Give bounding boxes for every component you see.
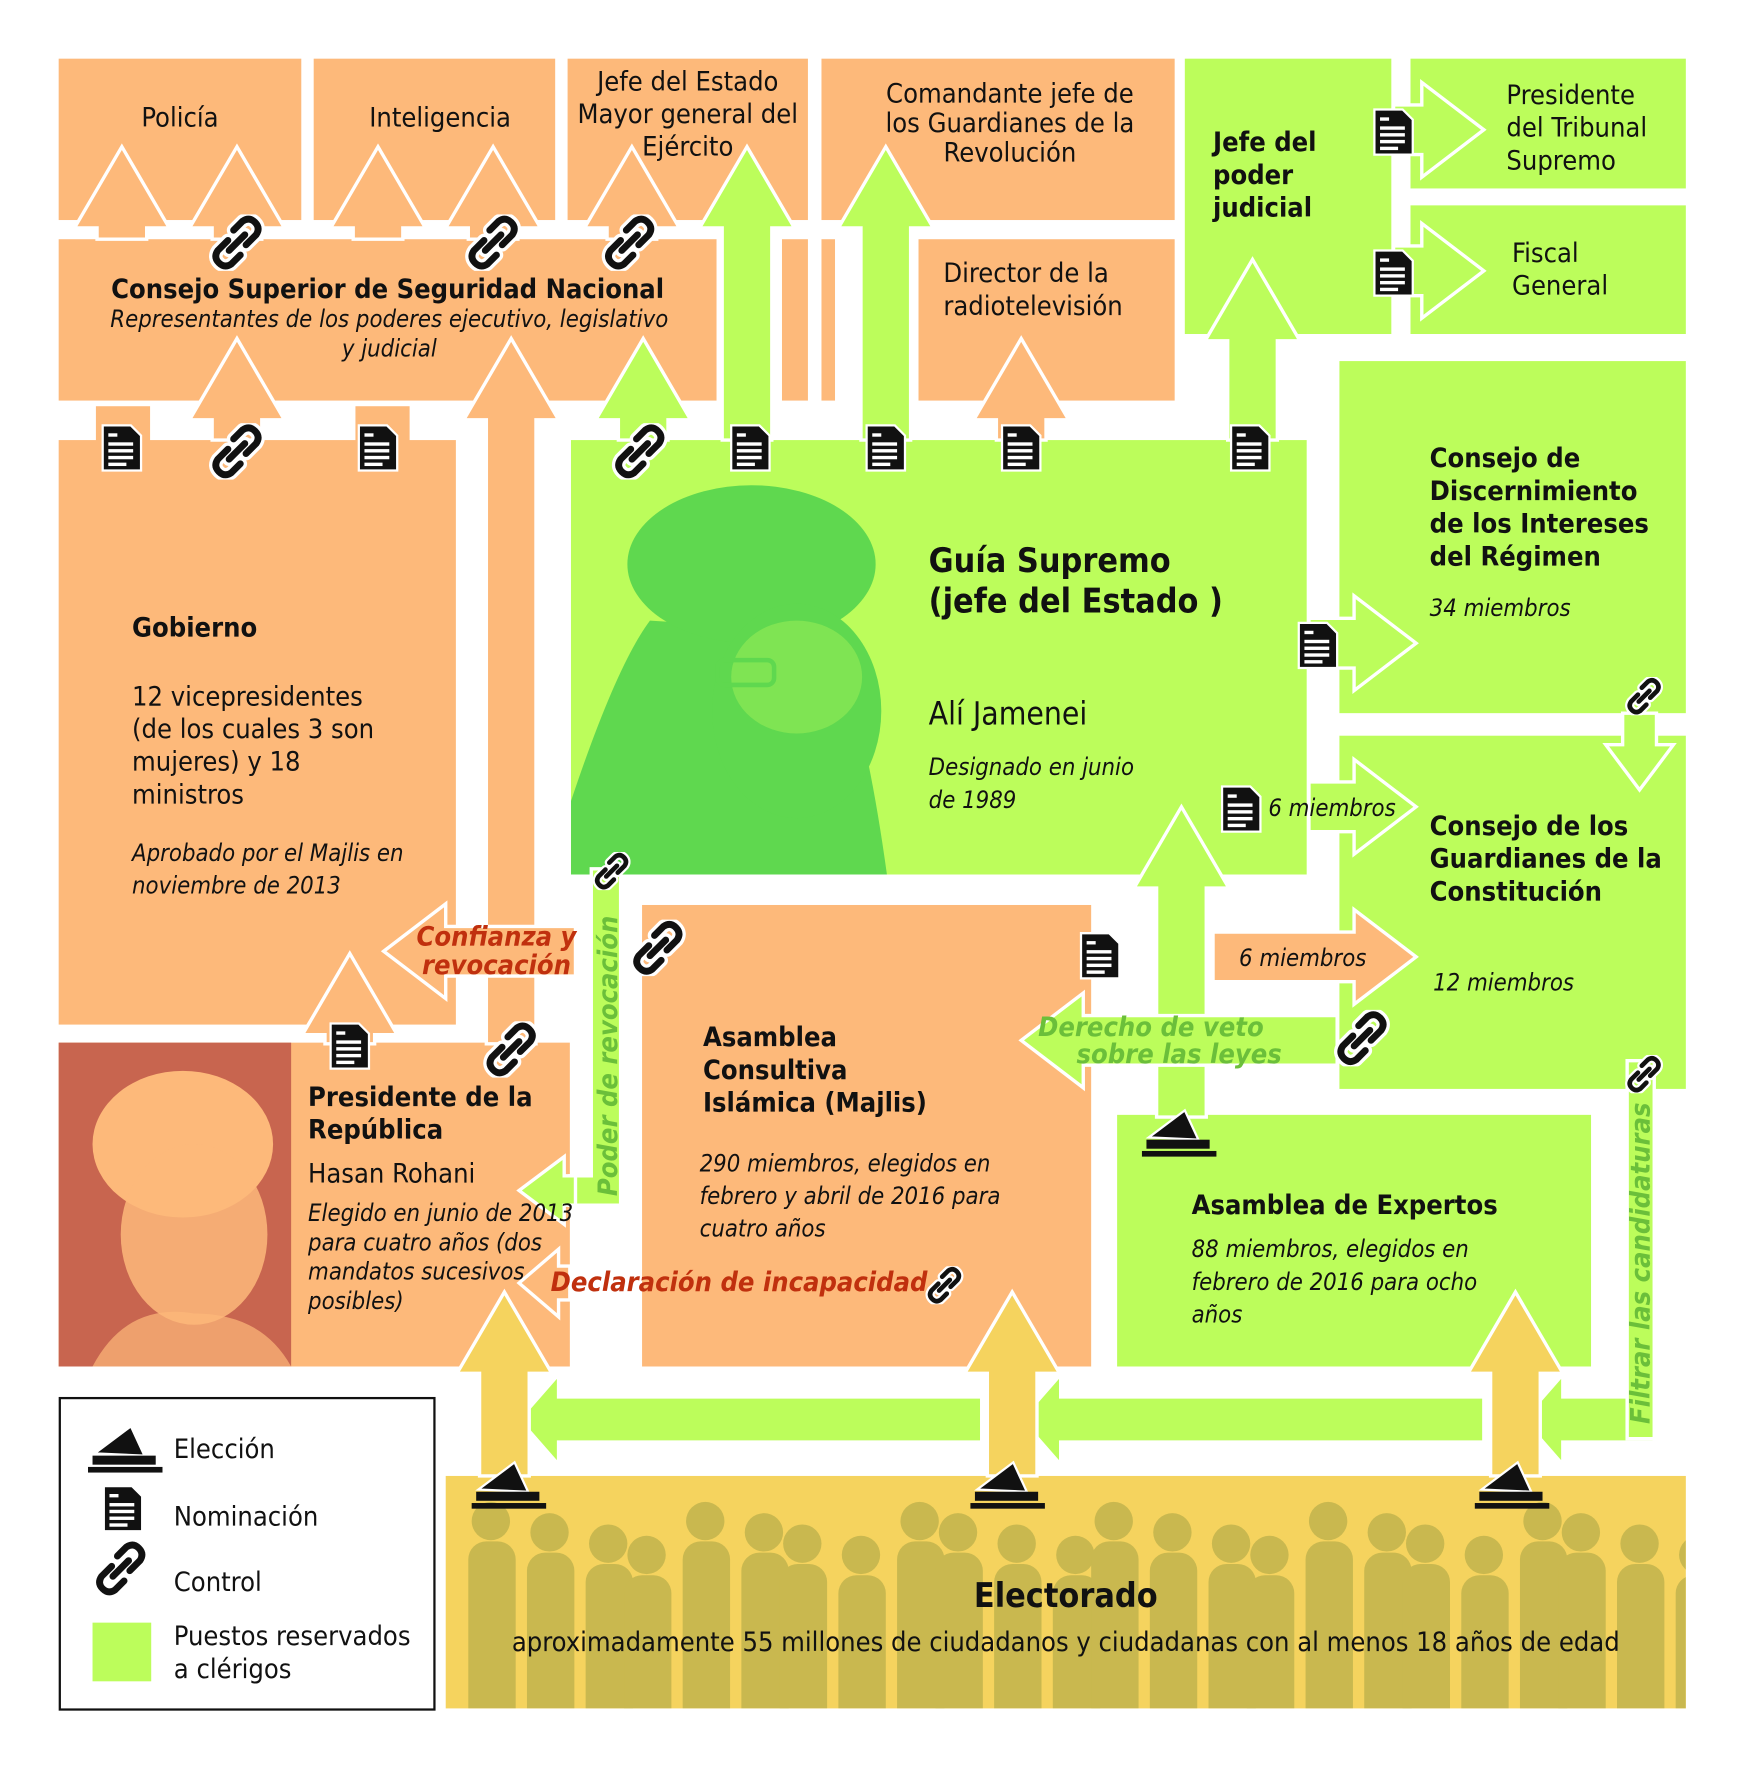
arrow-left bbox=[516, 1369, 984, 1470]
document-icon bbox=[103, 425, 141, 470]
portrait-rohani bbox=[58, 1042, 292, 1367]
label-electorado: Electorado bbox=[973, 1576, 1158, 1616]
label-filtrar: Filtrar las candidaturas bbox=[1624, 1102, 1657, 1425]
label-seis-miembros-2: 6 miembros bbox=[1238, 944, 1367, 972]
arrow-left bbox=[1018, 1369, 1486, 1470]
chain-link-icon bbox=[93, 1540, 149, 1596]
strip bbox=[781, 239, 808, 401]
label-inteligencia: Inteligencia bbox=[369, 101, 511, 134]
label-incapacidad: Declaración de incapacidad bbox=[550, 1266, 928, 1298]
document-icon bbox=[331, 1023, 369, 1068]
label-fiscal: Fiscal General bbox=[1512, 236, 1609, 302]
ballot-icon bbox=[86, 1420, 165, 1476]
label-expertos: Asamblea de Expertos bbox=[1191, 1189, 1498, 1221]
label-consejo-seguridad-sub: Representantes de los poderes ejecutivo,… bbox=[110, 305, 669, 363]
document-icon bbox=[100, 1484, 145, 1534]
legend-control: Control bbox=[173, 1566, 262, 1598]
label-guia-note: Designado en junio de 1989 bbox=[928, 753, 1135, 814]
arrow-up bbox=[327, 143, 429, 241]
label-gobierno-desc: 12 vicepresidentes (de los cuales 3 son … bbox=[132, 680, 375, 811]
arrow-left bbox=[1018, 989, 1339, 1092]
document-icon bbox=[1374, 251, 1412, 296]
label-majlis: Asamblea Consultiva Islámica (Majlis) bbox=[702, 1021, 927, 1119]
arrow-left bbox=[516, 1245, 572, 1321]
legend-nominacion: Nominación bbox=[173, 1500, 319, 1533]
label-majlis-note: 290 miembros, elegidos en febrero y abri… bbox=[699, 1149, 1001, 1243]
arrow-down bbox=[1602, 711, 1677, 793]
label-presidente: Presidente de la República bbox=[308, 1081, 533, 1146]
arrow-up bbox=[454, 1288, 555, 1478]
document-icon bbox=[1081, 933, 1119, 978]
legend-reservados: Puestos reservados a clérigos bbox=[173, 1620, 411, 1685]
label-consejo-seguridad: Consejo Superior de Seguridad Nacional bbox=[111, 273, 665, 305]
label-discernimiento-members: 34 miembros bbox=[1429, 594, 1571, 622]
crowd-illustration bbox=[468, 1501, 1686, 1709]
arrow-up bbox=[835, 143, 937, 442]
arrow-right bbox=[1307, 755, 1419, 858]
box-electorado bbox=[445, 1475, 1686, 1709]
label-presidente-name: Hasan Rohani bbox=[308, 1157, 476, 1190]
label-derecho-veto-1: Derecho de veto bbox=[1038, 1011, 1264, 1043]
document-icon bbox=[359, 425, 397, 470]
label-derecho-veto-2: sobre las leyes bbox=[1076, 1038, 1282, 1070]
label-confianza: Confianza y revocación bbox=[416, 920, 577, 981]
label-guardianes: Consejo de los Guardianes de la Constitu… bbox=[1429, 810, 1662, 908]
label-guardianes-members: 12 miembros bbox=[1433, 969, 1574, 997]
box-jefe-judicial bbox=[1184, 58, 1392, 335]
legend-eleccion: Elección bbox=[173, 1433, 275, 1465]
label-poder-revocacion: Poder de revocación bbox=[592, 915, 625, 1197]
label-guia-title: Guía Supremo (jefe del Estado ) bbox=[928, 541, 1223, 622]
portrait-jamenei bbox=[570, 485, 887, 875]
label-seis-miembros-1: 6 miembros bbox=[1268, 794, 1396, 822]
document-icon bbox=[1374, 109, 1412, 154]
strip bbox=[821, 239, 836, 401]
arrow-up bbox=[71, 143, 173, 241]
document-icon bbox=[731, 425, 769, 470]
box-gobierno bbox=[58, 440, 456, 1025]
label-electorado-note: aproximadamente 55 millones de ciudadano… bbox=[511, 1626, 1620, 1658]
chain-link-icon bbox=[637, 924, 679, 971]
chain-link-icon bbox=[930, 1269, 959, 1301]
label-director-rtv: Director de la radiotelevisión bbox=[943, 257, 1123, 322]
box-guia-supremo bbox=[570, 440, 1307, 875]
arrow-left bbox=[380, 900, 578, 1003]
legend: Elección Nominación Control Puestos rese… bbox=[58, 1396, 436, 1711]
arrow-up bbox=[1202, 256, 1303, 442]
green-swatch bbox=[92, 1622, 152, 1682]
box-director-rtv bbox=[918, 239, 1175, 401]
label-policia: Policía bbox=[141, 101, 219, 134]
label-comandante: Comandante jefe de los Guardianes de la … bbox=[885, 77, 1135, 169]
arrow-left bbox=[516, 1153, 578, 1228]
label-expertos-note: 88 miembros, elegidos en febrero de 2016… bbox=[1191, 1235, 1478, 1329]
chain-link-icon bbox=[1630, 680, 1659, 712]
label-gobierno-note: Aprobado por el Majlis en noviembre de 2… bbox=[132, 839, 404, 900]
label-presidente-note: Elegido en junio de 2013 para cuatro año… bbox=[308, 1199, 574, 1315]
document-icon bbox=[1222, 786, 1260, 831]
label-jefe-judicial: Jefe del poder judicial bbox=[1213, 126, 1317, 224]
document-icon bbox=[1299, 623, 1337, 668]
box-majlis bbox=[642, 904, 1092, 1367]
label-discernimiento: Consejo de Discernimiento de los Interes… bbox=[1429, 442, 1649, 573]
label-gobierno: Gobierno bbox=[132, 611, 258, 644]
label-guia-name: Alí Jamenei bbox=[928, 695, 1088, 733]
label-presidente-tribunal: Presidente del Tribunal Supremo bbox=[1506, 78, 1648, 177]
document-icon bbox=[1002, 425, 1040, 470]
arrow-right bbox=[1211, 906, 1419, 1008]
label-jefe-estado-mayor: Jefe del Estado Mayor general del Ejérci… bbox=[577, 65, 799, 163]
document-icon bbox=[1231, 425, 1269, 470]
document-icon bbox=[867, 425, 905, 470]
